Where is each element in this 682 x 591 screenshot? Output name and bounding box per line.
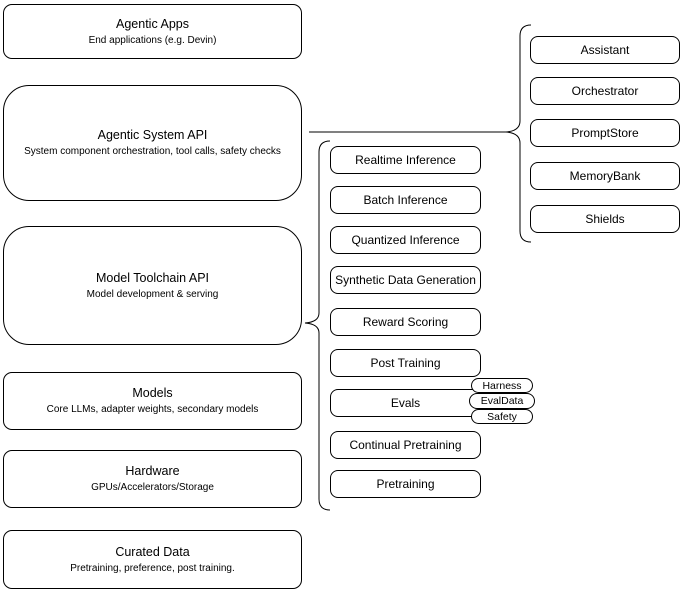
node-realtime-inference: Realtime Inference (330, 146, 481, 174)
box-title: Hardware (125, 464, 180, 478)
box-subtitle: Core LLMs, adapter weights, secondary mo… (46, 404, 259, 415)
box-title: Agentic Apps (116, 16, 189, 31)
node-shields: Shields (530, 205, 680, 233)
node-post-training: Post Training (330, 349, 481, 377)
box-subtitle: End applications (e.g. Devin) (88, 34, 217, 46)
box-agentic-apps: Agentic Apps End applications (e.g. Devi… (3, 4, 302, 59)
box-subtitle: System component orchestration, tool cal… (24, 146, 281, 157)
box-hardware: Hardware GPUs/Accelerators/Storage (3, 450, 302, 508)
box-subtitle: Pretraining, preference, post training. (70, 562, 235, 574)
node-orchestrator: Orchestrator (530, 77, 680, 105)
tag-evaldata: EvalData (469, 393, 535, 409)
box-title: Curated Data (115, 544, 190, 559)
node-batch-inference: Batch Inference (330, 186, 481, 214)
box-title: Models (132, 386, 173, 400)
box-models: Models Core LLMs, adapter weights, secon… (3, 372, 302, 430)
node-assistant: Assistant (530, 36, 680, 64)
box-title: Model Toolchain API (95, 270, 210, 285)
node-synthetic-data-generation: Synthetic Data Generation (330, 266, 481, 294)
tag-safety: Safety (471, 409, 533, 424)
tag-harness: Harness (471, 378, 533, 393)
node-evals: Evals (330, 389, 481, 417)
node-quantized-inference: Quantized Inference (330, 226, 481, 254)
toolchain-brace (304, 140, 331, 511)
system-brace (505, 24, 532, 243)
box-model-toolchain-api: Model Toolchain API Model development & … (3, 226, 302, 345)
box-curated-data: Curated Data Pretraining, preference, po… (3, 530, 302, 589)
node-promptstore: PromptStore (530, 119, 680, 147)
node-pretraining: Pretraining (330, 470, 481, 498)
node-continual-pretraining: Continual Pretraining (330, 431, 481, 459)
box-subtitle: GPUs/Accelerators/Storage (91, 482, 214, 493)
node-reward-scoring: Reward Scoring (330, 308, 481, 336)
box-title: Agentic System API (97, 128, 208, 142)
box-agentic-system-api: Agentic System API System component orch… (3, 85, 302, 201)
box-subtitle: Model development & serving (86, 288, 219, 300)
node-memorybank: MemoryBank (530, 162, 680, 190)
